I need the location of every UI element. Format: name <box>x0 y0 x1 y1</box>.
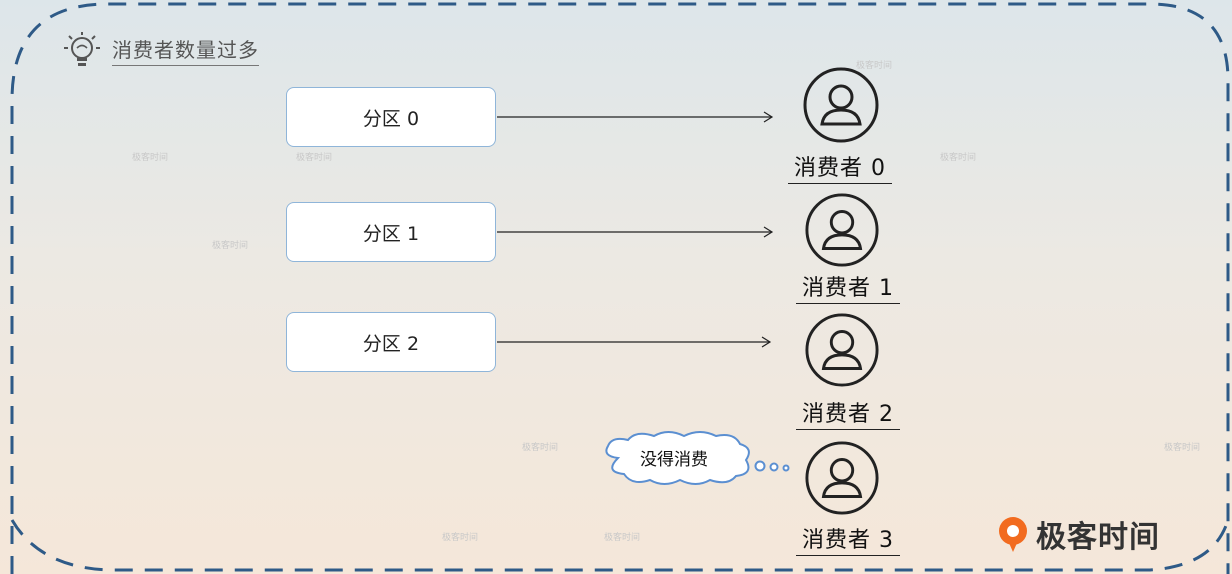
consumer-label: 消费者 1 <box>796 270 900 304</box>
watermark: 极客时间 <box>604 533 641 543</box>
brand-logo: 极客时间 <box>996 512 1160 556</box>
consumer-label: 消费者 0 <box>788 150 892 184</box>
thought-cloud <box>605 431 790 485</box>
watermark: 极客时间 <box>522 443 559 453</box>
lightbulb-icon <box>64 32 100 66</box>
watermark: 极客时间 <box>1164 443 1201 453</box>
watermark: 极客时间 <box>296 153 333 163</box>
watermark: 极客时间 <box>940 153 977 163</box>
watermark: 极客时间 <box>132 153 169 163</box>
brand-name: 极客时间 <box>1036 520 1160 555</box>
watermark: 极客时间 <box>212 241 249 251</box>
diagram-title: 消费者数量过多 <box>112 34 259 66</box>
watermark: 极客时间 <box>856 61 893 71</box>
partition-box: 分区 1 <box>286 202 496 262</box>
watermark: 极客时间 <box>442 533 479 543</box>
idle-note: 没得消费 <box>640 449 708 470</box>
partition-box: 分区 2 <box>286 312 496 372</box>
user-icon <box>805 441 879 515</box>
brand-logo-icon <box>999 517 1027 552</box>
partition-box: 分区 0 <box>286 87 496 147</box>
user-icon <box>805 313 879 387</box>
user-icon <box>803 67 879 143</box>
user-icon <box>805 193 879 267</box>
consumer-label: 消费者 2 <box>796 396 900 430</box>
consumer-label: 消费者 3 <box>796 522 900 556</box>
